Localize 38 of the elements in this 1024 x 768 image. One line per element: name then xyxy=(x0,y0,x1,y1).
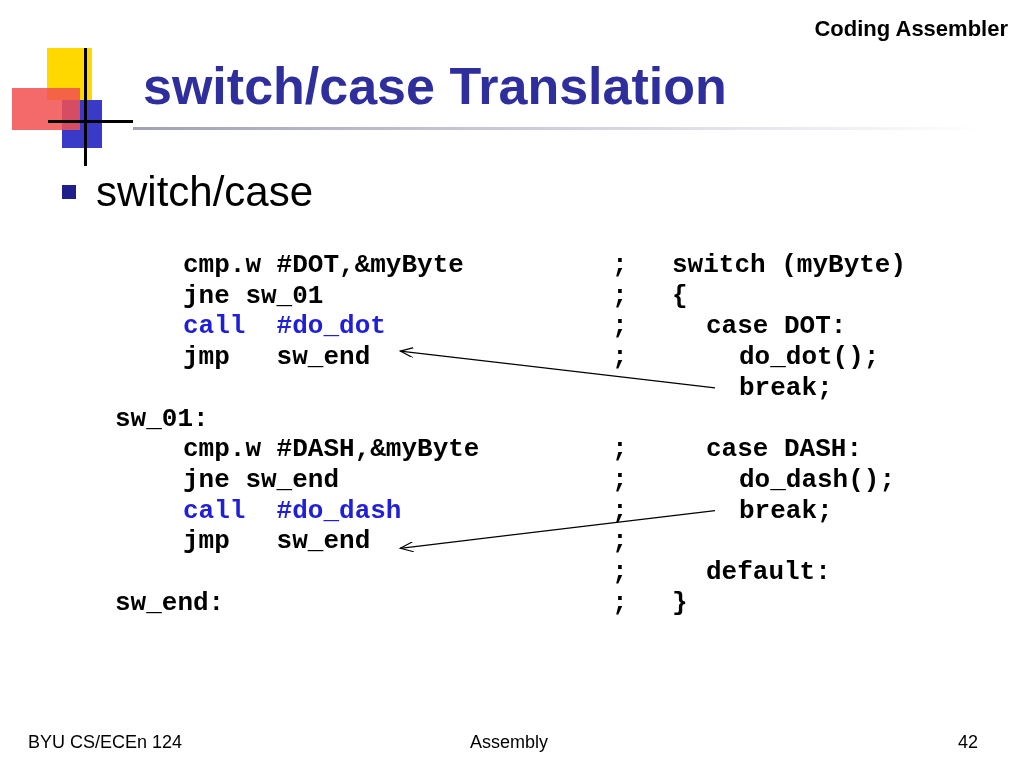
code-text: do_dot(); xyxy=(739,342,880,373)
code-text: sw_end: xyxy=(115,587,225,618)
code-text: do_dash(); xyxy=(739,464,896,495)
code-text: ; xyxy=(612,250,628,280)
code-text: case DOT: xyxy=(706,311,847,342)
code-text: case DASH: xyxy=(706,434,863,465)
code-text: cmp.w #DASH,&myByte xyxy=(183,434,480,465)
code-text: ; xyxy=(612,280,628,311)
code-text: default: xyxy=(706,557,831,587)
arrow xyxy=(399,347,716,389)
header-text: Coding Assembler xyxy=(814,16,1008,42)
code-line: jmp sw_end xyxy=(183,342,401,373)
code-text: ; xyxy=(612,434,628,465)
code-text: ; xyxy=(612,587,628,618)
code-text: cmp.w #DOT,&myByte xyxy=(183,250,464,280)
code-text: switch (myByte) xyxy=(672,250,907,280)
slide-title: switch/case Translation xyxy=(143,56,727,116)
footer-text: Assembly xyxy=(470,732,549,753)
footer-text: BYU CS/ECEn 124 xyxy=(28,732,183,753)
code-text: ; xyxy=(612,495,628,526)
bullet-text: switch/case xyxy=(96,168,314,216)
code-text: break; xyxy=(715,495,833,526)
code-text: jne sw_end xyxy=(183,464,340,495)
code-text: ; xyxy=(612,526,628,557)
arrow xyxy=(399,510,716,553)
code-text: call #do_dot xyxy=(183,311,386,342)
code-text: jne sw_01 xyxy=(183,280,324,311)
code-text: sw_01: xyxy=(115,403,209,434)
code-text: } xyxy=(672,587,688,618)
code-text: ; xyxy=(612,557,628,587)
code-line: jmp sw_end xyxy=(183,526,401,557)
code-text: ; xyxy=(612,342,628,373)
code-text: { xyxy=(672,280,688,311)
code-text: break; xyxy=(715,372,833,403)
footer-text: 42 xyxy=(957,732,978,753)
code-text: ; xyxy=(612,311,628,342)
code-text: call #do_dash xyxy=(183,495,402,526)
code-text: ; xyxy=(612,464,628,495)
